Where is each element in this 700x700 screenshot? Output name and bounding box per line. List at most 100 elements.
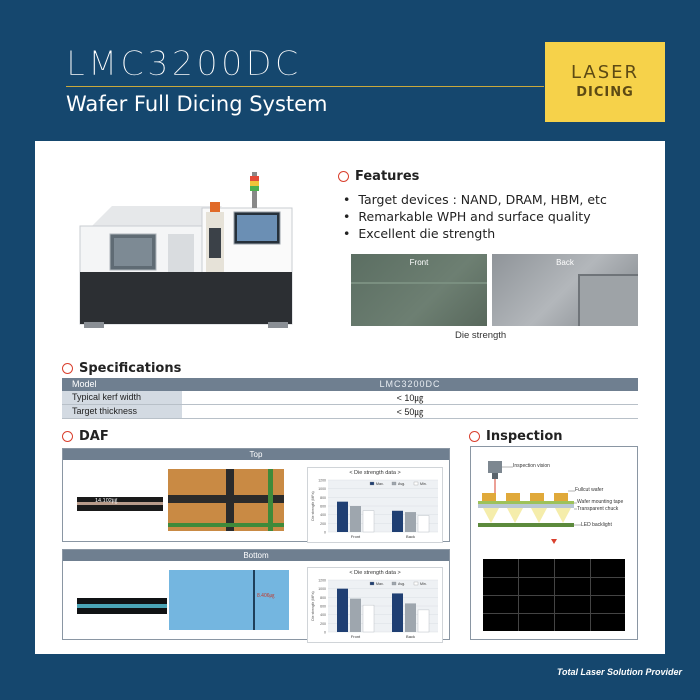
legend-label: Avg. xyxy=(398,582,405,586)
y-tick-label: 1000 xyxy=(318,587,326,591)
specifications-heading: Specifications xyxy=(62,361,181,376)
die-strength-caption: Die strength xyxy=(455,330,507,341)
bar xyxy=(392,510,403,532)
die-strength-chart-bottom: < Die strength data > 0 200 400 600 800 1000 1… xyxy=(307,567,443,643)
laser-dicing-badge: LASER DICING xyxy=(545,42,665,122)
legend-swatch xyxy=(413,481,419,486)
section-bullet-icon xyxy=(338,171,349,182)
title-divider xyxy=(66,86,544,87)
spec-value: < 50㎍ xyxy=(182,404,638,419)
photo-label-front: Front xyxy=(409,258,429,267)
bar xyxy=(405,603,416,632)
chart-title: < Die strength data > xyxy=(349,570,401,576)
y-tick-label: 800 xyxy=(320,496,326,500)
feature-item: Remarkable WPH and surface quality xyxy=(343,208,607,225)
spec-value: LMC3200DC xyxy=(182,378,638,391)
y-axis-label: Die strength (MPa) xyxy=(311,591,315,620)
table-row: Target thickness < 50㎍ xyxy=(62,404,638,419)
bar xyxy=(417,609,430,633)
badge-line-2: DICING xyxy=(576,85,634,100)
bar xyxy=(337,501,348,532)
daf-bottom-box: Bottom 8.406㎍ < Die strength data > 0 200… xyxy=(62,549,450,643)
daf-bottom-label: Bottom xyxy=(63,550,449,561)
bar xyxy=(362,604,375,633)
legend-swatch xyxy=(413,581,419,586)
y-tick-label: 600 xyxy=(320,505,326,509)
bar xyxy=(350,598,361,632)
y-tick-label: 0 xyxy=(324,531,326,535)
kerf-micrograph-bottom xyxy=(77,598,167,614)
specifications-table: Model LMC3200DC Typical kerf width < 10㎍… xyxy=(62,378,638,419)
y-tick-label: 400 xyxy=(320,513,326,517)
inspection-result-image xyxy=(483,559,625,631)
daf-top-label: Top xyxy=(63,449,449,460)
legend-label: Min. xyxy=(420,482,427,486)
y-tick-label: 600 xyxy=(320,605,326,609)
section-bullet-icon xyxy=(469,431,480,442)
inspection-label: Fullcut wafer xyxy=(575,487,604,493)
die-front-photo: Front xyxy=(351,254,487,326)
y-axis-label: Die strength (MPa) xyxy=(311,491,315,520)
wafer-grid-top-image xyxy=(168,469,284,531)
x-tick-label: Back xyxy=(406,534,415,539)
bar xyxy=(405,512,416,532)
spec-value: < 10㎍ xyxy=(182,390,638,405)
legend-label: Avg. xyxy=(398,482,405,486)
legend-swatch xyxy=(391,581,397,586)
model-title: LMC3200DC xyxy=(66,44,302,85)
kerf-micrograph-top: 14.102㎍ xyxy=(77,497,163,511)
legend-swatch xyxy=(391,481,397,486)
photo-label-back: Back xyxy=(556,258,574,267)
inspection-label: Wafer mounting tape xyxy=(577,499,624,505)
features-heading: Features xyxy=(338,169,419,184)
die-back-photo: Back xyxy=(492,254,638,326)
x-tick-label: Back xyxy=(406,634,415,639)
inspection-heading: Inspection xyxy=(469,429,563,444)
arrow-down-icon xyxy=(551,539,557,544)
spec-key: Model xyxy=(62,378,182,391)
inspection-setup-diagram xyxy=(478,461,581,544)
bar xyxy=(417,515,430,533)
machine-image xyxy=(79,172,293,328)
chart-title: < Die strength data > xyxy=(349,470,401,476)
product-subtitle: Wafer Full Dicing System xyxy=(66,92,328,116)
feature-item: Target devices : NAND, DRAM, HBM, etc xyxy=(343,191,606,208)
inspection-label: Transparent chuck xyxy=(577,506,619,512)
bar xyxy=(362,510,375,533)
y-tick-label: 1000 xyxy=(318,487,326,491)
badge-line-1: LASER xyxy=(570,62,640,83)
inspection-label: LED backlight xyxy=(581,522,612,528)
wafer-bottom-image: 8.406㎍ xyxy=(169,570,289,630)
bar xyxy=(350,506,361,532)
y-tick-label: 200 xyxy=(320,622,326,626)
spec-key: Target thickness xyxy=(62,404,182,419)
feature-item: Excellent die strength xyxy=(343,225,607,242)
legend-label: Max. xyxy=(376,482,384,486)
features-list: Target devices : NAND, DRAM, HBM, etc Re… xyxy=(343,191,607,242)
y-tick-label: 800 xyxy=(320,596,326,600)
y-tick-label: 1200 xyxy=(318,479,326,483)
legend-label: Min. xyxy=(420,582,427,586)
legend-label: Max. xyxy=(376,582,384,586)
kerf-width-label: 14.102㎍ xyxy=(95,498,118,504)
y-tick-label: 0 xyxy=(324,631,326,635)
section-bullet-icon xyxy=(62,431,73,442)
spec-key: Typical kerf width xyxy=(62,390,182,405)
table-row: Model LMC3200DC xyxy=(62,378,638,391)
y-tick-label: 400 xyxy=(320,613,326,617)
bar xyxy=(392,593,403,632)
inspection-diagram: Inspection vision Fullcut wafer Wafer mo… xyxy=(470,446,638,640)
footer-tagline: Total Laser Solution Provider xyxy=(556,667,682,677)
legend-swatch xyxy=(369,581,375,586)
inspection-label: Inspection vision xyxy=(513,463,550,469)
daf-heading: DAF xyxy=(62,429,109,444)
x-tick-label: Front xyxy=(351,634,361,639)
section-bullet-icon xyxy=(62,363,73,374)
legend-swatch xyxy=(369,481,375,486)
kerf-width-label: 8.406㎍ xyxy=(257,593,275,599)
y-tick-label: 1200 xyxy=(318,579,326,583)
